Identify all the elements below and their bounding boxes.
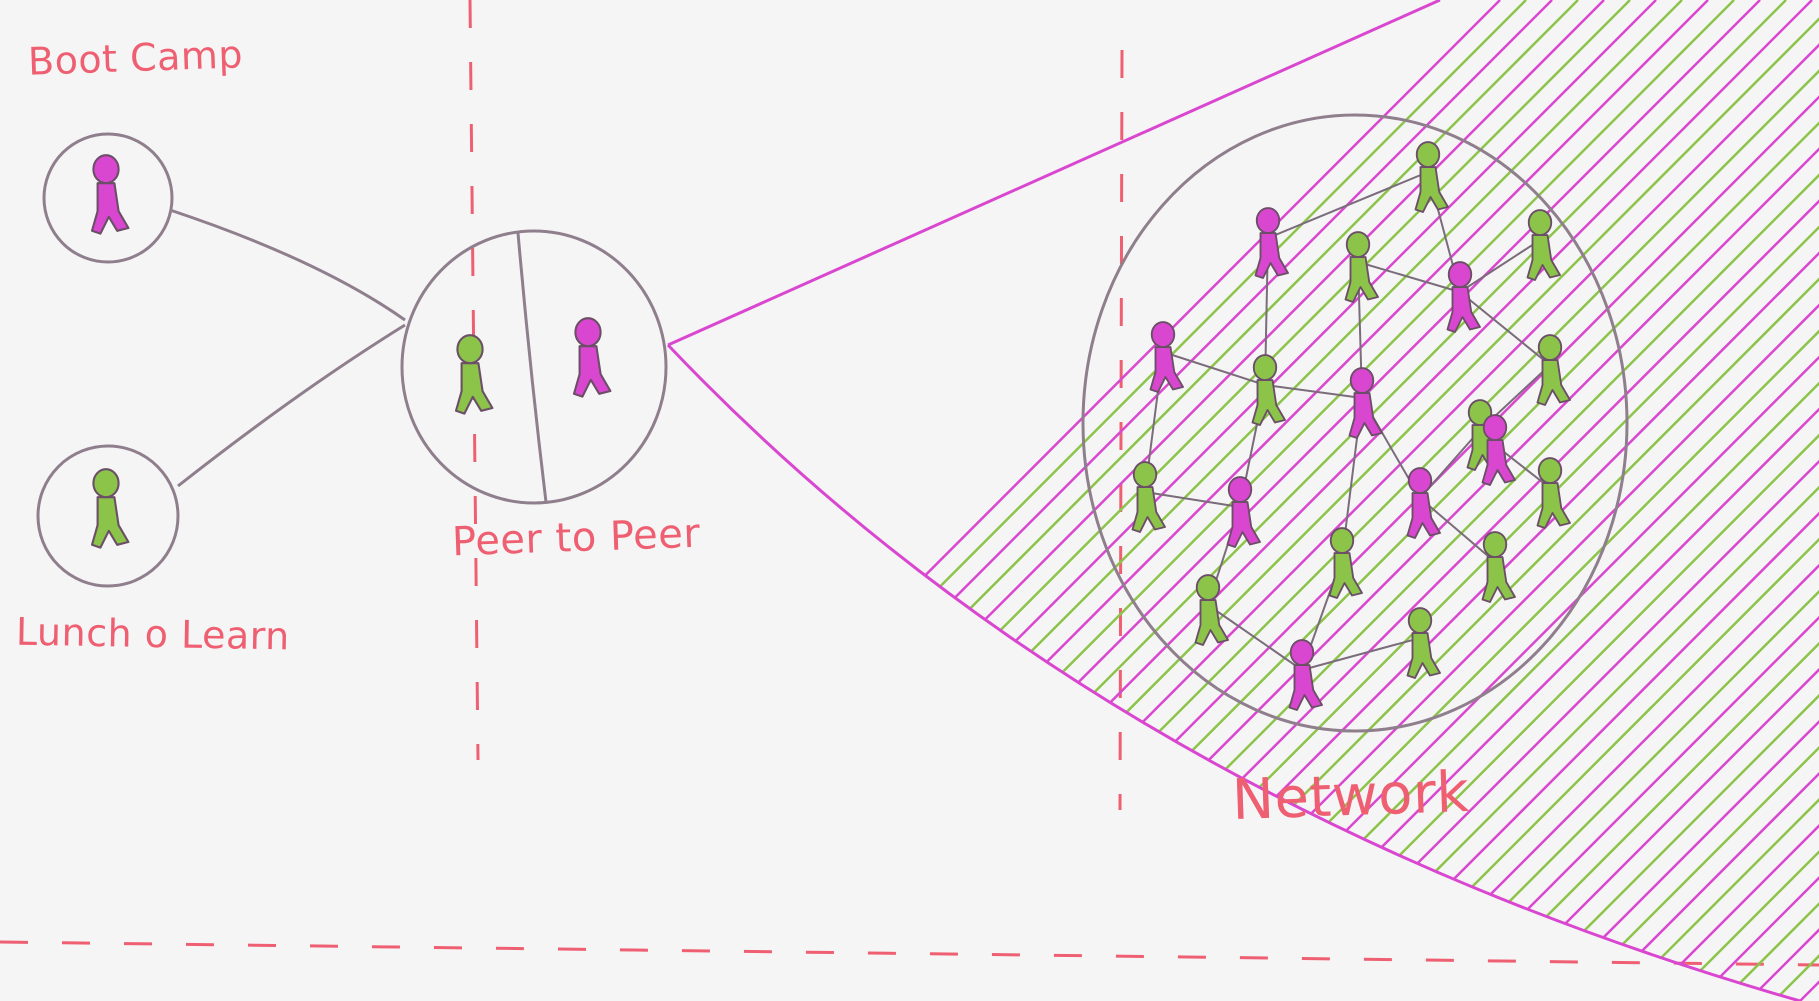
network-person [1251, 354, 1286, 426]
hatch-stroke [1071, 0, 1819, 1001]
network-link [1357, 261, 1461, 293]
boot-camp-label: Boot Camp [27, 32, 244, 84]
network-link [1301, 637, 1421, 671]
boot-camp-circle [42, 132, 174, 264]
network-person [1414, 141, 1449, 213]
network-link [1144, 491, 1241, 508]
network-person [1481, 414, 1516, 486]
network-link [1267, 171, 1429, 239]
network-link [1419, 497, 1496, 563]
hatch-stroke [1227, 0, 1819, 1001]
lunch-learn-circle [36, 444, 180, 588]
network-person [1131, 461, 1166, 533]
hatch-stroke [785, 0, 1787, 1001]
connector-boot-to-peer [169, 208, 406, 322]
network-person [1406, 467, 1441, 539]
hatch-stroke [1383, 0, 1819, 1001]
hatch-stroke [1253, 0, 1819, 1001]
hatch-stroke [837, 0, 1819, 1001]
hatch-stroke [1149, 0, 1819, 1001]
hatch-stroke [1331, 0, 1819, 1001]
hatch-stroke [1799, 0, 1819, 1001]
hatch-stroke [1747, 0, 1819, 1001]
network-person [1536, 334, 1571, 406]
hatch-stroke [1591, 0, 1819, 1001]
dashed-baseline [0, 940, 1819, 967]
network-link [1459, 239, 1541, 293]
lunch-learn-person [90, 468, 130, 549]
network-link [1459, 291, 1551, 366]
cone-lower-edge [666, 343, 1801, 1001]
network-circle [1081, 113, 1629, 733]
network-person [1526, 209, 1561, 281]
hatch-stroke [1279, 0, 1819, 1001]
hatch-stroke [759, 0, 1761, 1001]
connectors [169, 208, 406, 488]
network-label: Network [1230, 759, 1471, 834]
network-person [1254, 207, 1289, 279]
hatch-stroke [1513, 0, 1819, 1001]
peer-to-peer-circle [400, 229, 668, 505]
network-person [1344, 231, 1379, 303]
cone-hatching [668, 0, 1819, 1001]
network-person [1288, 639, 1323, 711]
peer-person [572, 317, 612, 398]
people [90, 141, 1571, 711]
peer-to-peer-label: Peer to Peer [451, 510, 702, 566]
hatch-stroke [1357, 0, 1819, 1001]
cone-outline [666, 0, 1801, 1001]
network-link [1207, 604, 1303, 671]
network-person [1226, 476, 1261, 548]
hatch-stroke [1175, 0, 1819, 1001]
node-circles [36, 113, 1629, 733]
hatch-stroke [1643, 0, 1819, 1001]
network-link [1162, 351, 1266, 386]
hatch-stroke [668, 0, 1657, 1001]
network-person [1348, 367, 1383, 439]
hatch-stroke [1669, 0, 1819, 1001]
peer-person [454, 334, 494, 415]
hatch-stroke [1617, 0, 1819, 1001]
hatch-stroke [668, 0, 1553, 1001]
hatch-stroke [1409, 0, 1819, 1001]
hatch-stroke [1305, 0, 1819, 1001]
hatch-stroke [1435, 0, 1819, 1001]
network-person [1536, 457, 1571, 529]
hatch-stroke [1097, 0, 1819, 1001]
network-person [1446, 261, 1481, 333]
hatch-stroke [668, 0, 1501, 1001]
hatch-stroke [668, 0, 1527, 1001]
hatch-stroke [1461, 0, 1819, 1001]
hatch-stroke [993, 0, 1819, 1001]
hatch-stroke [889, 0, 1819, 1001]
boot-camp-person [90, 154, 130, 235]
peer-divider [516, 232, 548, 503]
network-person [1149, 321, 1184, 393]
lunch-learn-label: Lunch o Learn [15, 609, 291, 659]
network-person [1328, 527, 1363, 599]
hatch-stroke [1201, 0, 1819, 1001]
hatch-stroke [1565, 0, 1819, 1001]
network-link [1264, 384, 1363, 399]
hatch-stroke [1487, 0, 1819, 1001]
connector-lunch-to-peer [177, 323, 406, 488]
hatch-stroke [811, 0, 1813, 1001]
network-person [1194, 574, 1229, 646]
hatch-stroke [1539, 0, 1819, 1001]
cone-upper-edge [667, 0, 1441, 347]
network-person [1481, 531, 1516, 603]
network-person [1406, 607, 1441, 679]
